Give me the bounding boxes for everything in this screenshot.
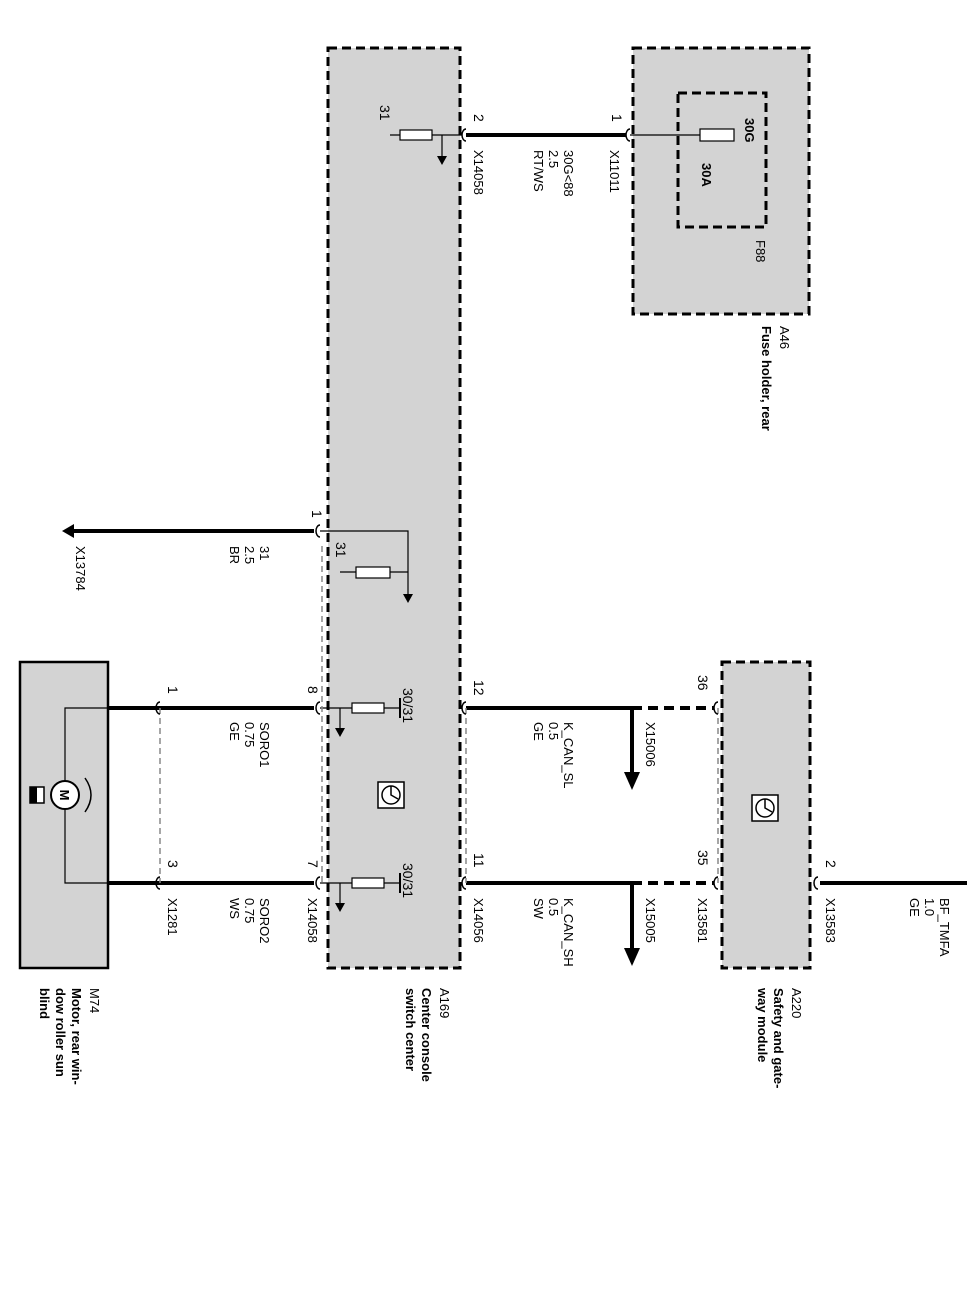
motor-rotation-arrow-icon [84, 777, 92, 813]
soro1-signal: SORO1 [257, 722, 272, 768]
m74-name-line1: Motor, rear win- [69, 988, 84, 1085]
a46-id: A46 [777, 326, 792, 349]
fuse-rating: 30A [699, 163, 714, 187]
ground-signal: 31 [257, 546, 272, 560]
soro1-color: GE [227, 722, 242, 741]
a169-center-console-box [326, 46, 462, 970]
motor-icon [50, 780, 80, 810]
a220-name-line1: Safety and gate- [771, 988, 786, 1088]
k-can-sl-size: 0.5 [546, 722, 561, 740]
a46-fuse-holder-box [631, 46, 811, 316]
connector-pins [155, 128, 819, 890]
motor-switch-fill [30, 787, 37, 803]
ground-resistor [355, 566, 391, 579]
ground-pin: 1 [309, 510, 325, 518]
ground-internal-arrow [403, 594, 413, 603]
m74-motor-box [18, 660, 110, 970]
bf-tmfa-color: GE [907, 898, 922, 917]
k-can-sl-color: GE [531, 722, 546, 741]
k-can-sh-splice-arrow [624, 948, 640, 966]
supply-pin-a46: 1 [609, 114, 625, 122]
bf-tmfa-connector: X13583 [823, 898, 838, 943]
soro1-internal-label: 30/31 [400, 688, 416, 723]
k-can-sh-pin-a220: 35 [695, 850, 711, 866]
bf-tmfa-pin: 2 [823, 860, 839, 868]
k-can-sh-size: 0.5 [546, 898, 561, 916]
k-can-sl-splice: X15006 [643, 722, 658, 767]
k-can-sl-signal: K_CAN_SL [561, 722, 576, 788]
ground-arrow-tip [62, 524, 74, 538]
soro2-signal: SORO2 [257, 898, 272, 944]
a220-module-icon-hand [764, 799, 773, 813]
a46-name: Fuse holder, rear [759, 326, 774, 431]
soro2-resistor [351, 877, 385, 889]
a169-supply-resistor [399, 129, 433, 141]
soro2-connector-m74: X1281 [165, 898, 180, 936]
bf-tmfa-signal: BF_TMFA [937, 898, 952, 957]
k-can-sl-pin-a169: 12 [471, 680, 487, 696]
k-can-sl-splice-arrow [624, 772, 640, 790]
a169-name-line2: switch center [403, 988, 418, 1071]
k-can-sh-splice: X15005 [643, 898, 658, 943]
fuse-terminal: 30G [742, 118, 757, 143]
soro1-arrow-head [335, 728, 345, 737]
m74-name-line3: blind [37, 988, 52, 1019]
ground-connector: X13784 [73, 546, 88, 591]
k-can-sh-signal: K_CAN_SH [561, 898, 576, 967]
ground-internal-trace [320, 530, 409, 596]
soro1-pin-a169: 8 [305, 686, 321, 694]
ground-size: 2.5 [242, 546, 257, 564]
a169-name-line1: Center console [419, 988, 434, 1082]
a220-id: A220 [789, 988, 804, 1018]
fuse-element [699, 128, 735, 142]
supply-internal-label: 31 [377, 105, 393, 121]
soro1-size: 0.75 [242, 722, 257, 747]
k-can-sh-pin-a169: 11 [471, 853, 487, 868]
supply-connector-a169: X14058 [471, 150, 486, 195]
soro2-pin-m74: 3 [165, 860, 181, 868]
k-can-sh-connector-a169: X14056 [471, 898, 486, 943]
a169-id: A169 [437, 988, 452, 1018]
ground-color: BR [227, 546, 242, 564]
soro2-connector-a169: X14058 [305, 898, 320, 943]
supply-color: RT/WS [531, 150, 546, 192]
k-can-sl-pin-a220: 36 [695, 675, 711, 691]
soro2-color: WS [227, 898, 242, 919]
fuse-id: F88 [753, 240, 768, 262]
soro2-internal-label: 30/31 [400, 863, 416, 898]
supply-connector-a46: X11011 [607, 150, 622, 193]
a220-name-line2: way module [755, 987, 770, 1062]
soro2-pin-a169: 7 [305, 860, 321, 868]
bf-tmfa-size: 1.0 [922, 898, 937, 916]
supply-arrow-head [437, 156, 447, 165]
m74-name-line2: dow roller sun [53, 988, 68, 1077]
supply-signal: 30G<88 [561, 150, 576, 197]
soro1-resistor [351, 702, 385, 714]
a169-module-icon-hand [390, 786, 399, 800]
soro2-size: 0.75 [242, 898, 257, 923]
ground-internal-label: 31 [333, 542, 349, 558]
motor-symbol-label: M [57, 790, 72, 801]
f88-fuse-box [676, 91, 768, 229]
soro1-pin-m74: 1 [165, 686, 181, 694]
supply-size: 2.5 [546, 150, 561, 168]
soro2-arrow-head [335, 903, 345, 912]
supply-pin-a169: 2 [471, 114, 487, 122]
k-can-sh-color: SW [531, 898, 546, 920]
k-can-sh-connector-a220: X13581 [695, 898, 710, 943]
m74-id: M74 [87, 988, 102, 1013]
